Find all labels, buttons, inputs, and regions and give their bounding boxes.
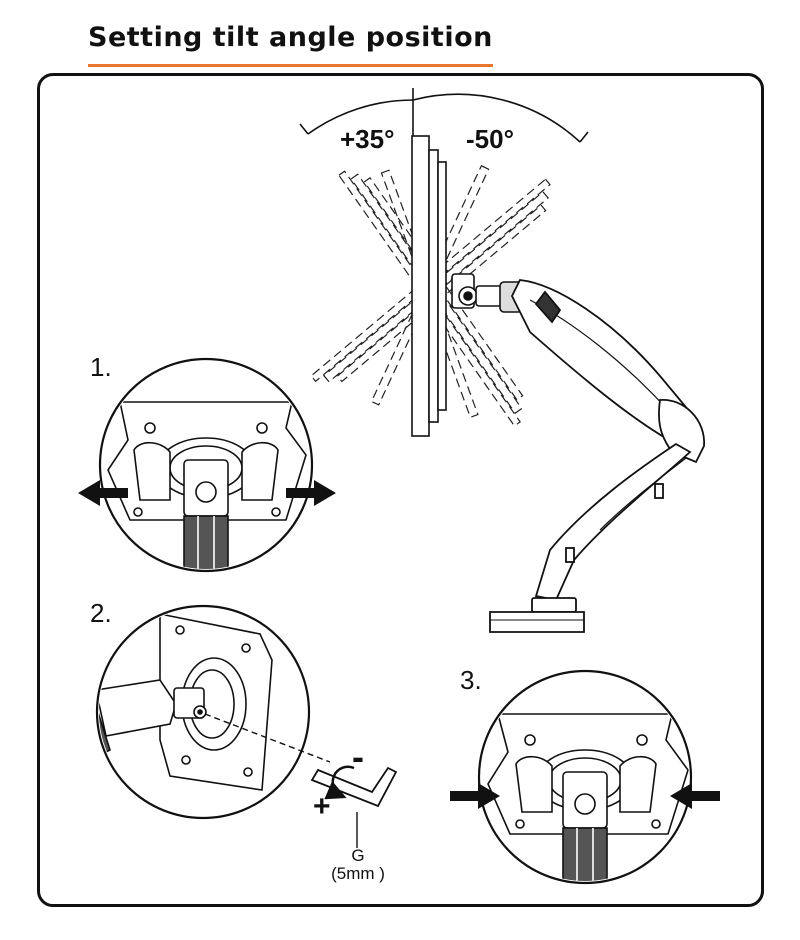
step2-detail xyxy=(95,604,398,848)
title-underline xyxy=(88,64,493,67)
step3-detail xyxy=(450,669,720,885)
diagram-panel xyxy=(37,73,764,907)
clamp-base xyxy=(489,597,585,633)
tighten-sign: + xyxy=(313,790,331,823)
tool-letter: G xyxy=(351,846,365,865)
step3-label: 3. xyxy=(460,665,482,695)
arrow-left-icon xyxy=(78,480,128,506)
tilt-down-angle: -50° xyxy=(466,124,514,154)
tilt-joint xyxy=(451,273,523,313)
rotation-arrow-icon xyxy=(324,765,355,800)
step1-label: 1. xyxy=(90,352,112,382)
loosen-sign: - xyxy=(352,736,364,777)
step2-label: 2. xyxy=(90,598,112,628)
lower-arm xyxy=(534,399,705,602)
arrow-left-icon xyxy=(670,783,720,809)
arrow-right-icon xyxy=(450,783,500,809)
step1-detail xyxy=(78,357,336,573)
tilt-up-angle: +35° xyxy=(340,124,395,154)
tool-size: (5mm ) xyxy=(331,864,385,883)
page-title: Setting tilt angle position xyxy=(88,22,493,53)
monitor-upright xyxy=(411,135,447,437)
arrow-right-icon xyxy=(286,480,336,506)
